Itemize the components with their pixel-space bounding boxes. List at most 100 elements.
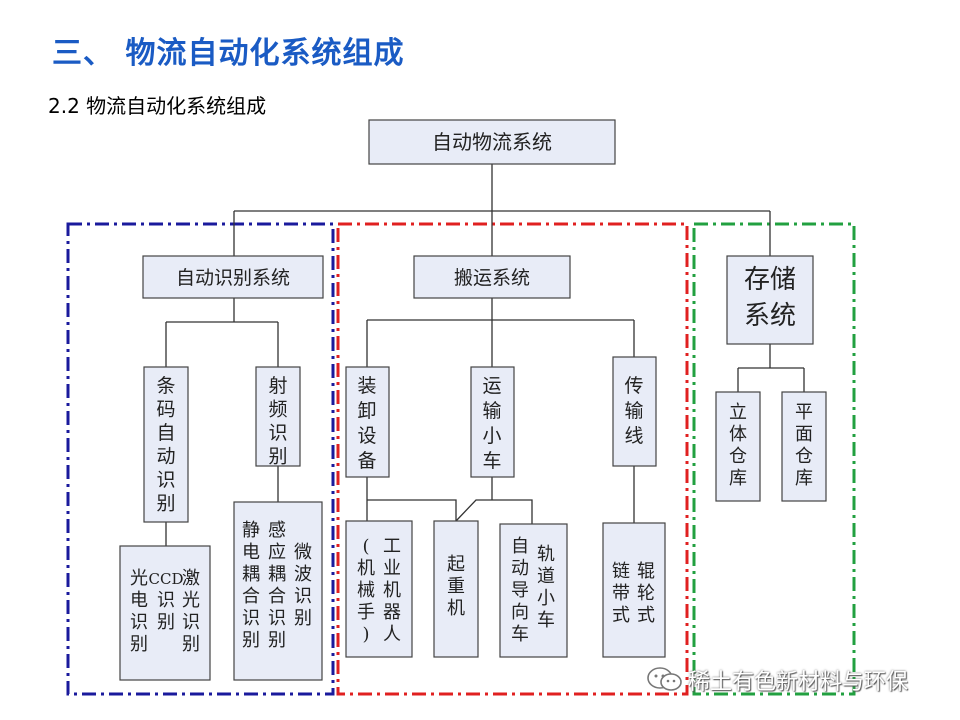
box-root (368, 119, 616, 165)
laser-recognition-char: 识 (182, 612, 200, 633)
industrial-robot-char: 器 (383, 602, 401, 623)
ar-warehouse-char: 库 (729, 468, 747, 489)
chain-belt-type-char: 式 (612, 605, 630, 626)
roller-type-char: 轮 (637, 583, 655, 604)
rail-cart-char: 道 (537, 566, 555, 587)
box-loading (345, 366, 390, 478)
photoelectric-recognition-char: 别 (130, 634, 148, 655)
electrostatic-coupling-recognition-char: 别 (242, 630, 260, 651)
box-rail (499, 523, 568, 658)
ar-warehouse-char: 立 (729, 402, 747, 423)
photoelectric-recognition-char: 识 (130, 612, 148, 633)
ccd-recognition-char: CCD (149, 570, 184, 588)
manipulator-char: 手 (357, 602, 375, 623)
crane-label-char: 起 (447, 554, 465, 575)
conveyor-label-char: 输 (624, 400, 643, 422)
flat-warehouse-char: 仓 (795, 446, 813, 467)
chain-belt-type-char: 带 (612, 583, 630, 604)
identification-label: 自动识别系统 (176, 267, 290, 289)
loading-label-char: 设 (357, 425, 376, 447)
photoelectric-recognition-char: 光 (130, 568, 148, 589)
microwave-recognition-char: 别 (294, 608, 312, 629)
box-conveyor (612, 356, 657, 467)
group-identification-border (66, 222, 335, 696)
inductive-coupling-recognition-char: 应 (268, 542, 286, 563)
transport-label-char: 运 (482, 375, 501, 397)
transport-label-char: 小 (482, 425, 501, 447)
industrial-robot-char: 业 (383, 558, 401, 579)
flat-warehouse-char: 面 (795, 424, 813, 445)
group-handling-border (336, 222, 689, 696)
boxes (119, 119, 827, 681)
box-barcode-children (119, 545, 211, 681)
box-rfid (255, 366, 301, 467)
microwave-recognition-char: 微 (294, 542, 312, 563)
box-robot (345, 520, 413, 658)
transport-label-char: 输 (482, 400, 501, 422)
barcode-label-char: 别 (156, 493, 175, 515)
vertical-labels: 存储系统条码自动识别射频识别激光识别CCD识别光电识别微波识别感应耦合识别静电耦… (130, 265, 813, 655)
rail-cart-char: 车 (537, 610, 555, 631)
box-ar (715, 391, 761, 502)
agv-label-char: 自 (511, 536, 529, 557)
connectors (165, 164, 805, 546)
group-storage-border (692, 222, 856, 696)
electrostatic-coupling-recognition-char: 识 (242, 608, 260, 629)
microwave-recognition-char: 波 (294, 564, 312, 585)
crane-label-char: 机 (447, 598, 465, 619)
inductive-coupling-recognition-char: 识 (268, 608, 286, 629)
wechat-icon (647, 667, 682, 691)
ar-warehouse-char: 仓 (729, 446, 747, 467)
rail-cart-char: 轨 (537, 544, 555, 565)
page-title: 三、 物流自动化系统组成 (52, 36, 405, 71)
transport-label-char: 车 (482, 450, 501, 472)
crane-label-char: 重 (447, 576, 465, 597)
box-barcode (143, 366, 189, 523)
ar-warehouse-char: 体 (729, 424, 747, 445)
rfid-label-char: 识 (268, 422, 287, 444)
conveyor-label-char: 线 (624, 425, 643, 447)
photoelectric-recognition-char: 电 (130, 590, 148, 611)
loading-label-char: 卸 (357, 400, 376, 422)
box-rfid-children (233, 501, 323, 681)
inductive-coupling-recognition-char: 别 (268, 630, 286, 651)
rfid-label-char: 别 (268, 446, 287, 468)
industrial-robot-char: 机 (383, 580, 401, 601)
inductive-coupling-recognition-char: 合 (268, 586, 286, 607)
inductive-coupling-recognition-char: 耦 (268, 564, 286, 585)
barcode-label-char: 自 (156, 422, 175, 444)
electrostatic-coupling-recognition-char: 合 (242, 586, 260, 607)
inductive-coupling-recognition-char: 感 (268, 520, 286, 541)
box-flat (781, 391, 827, 502)
electrostatic-coupling-recognition-char: 静 (242, 520, 260, 541)
barcode-label-char: 码 (156, 399, 175, 421)
rail-cart-char: 小 (537, 588, 555, 609)
box-crane (433, 520, 479, 658)
loading-label-char: 备 (357, 450, 376, 472)
electrostatic-coupling-recognition-char: 耦 (242, 564, 260, 585)
manipulator-char: 械 (357, 580, 375, 601)
flat-warehouse-char: 库 (795, 468, 813, 489)
laser-recognition-char: 光 (182, 590, 200, 611)
box-handling (413, 255, 571, 299)
agv-label-char: 向 (511, 602, 529, 623)
agv-label-char: 导 (511, 580, 529, 601)
handling-label: 搬运系统 (454, 267, 530, 289)
manipulator-char: ( (362, 536, 369, 557)
roller-type-char: 式 (637, 605, 655, 626)
conveyor-label-char: 传 (624, 375, 643, 397)
agv-label-char: 动 (511, 558, 529, 579)
box-transport (470, 366, 515, 478)
agv-label-char: 车 (511, 624, 529, 645)
electrostatic-coupling-recognition-char: 电 (242, 542, 260, 563)
rfid-label-char: 频 (268, 399, 287, 421)
box-storage (726, 255, 814, 345)
ccd-recognition-char: 识 (157, 590, 175, 611)
industrial-robot-char: 工 (383, 536, 401, 557)
barcode-label-char: 动 (156, 446, 175, 468)
watermark-text: 稀土有色新材料与环保 (688, 670, 909, 695)
loading-label-char: 装 (357, 375, 376, 397)
manipulator-char: ) (362, 624, 369, 645)
industrial-robot-char: 人 (383, 624, 401, 645)
